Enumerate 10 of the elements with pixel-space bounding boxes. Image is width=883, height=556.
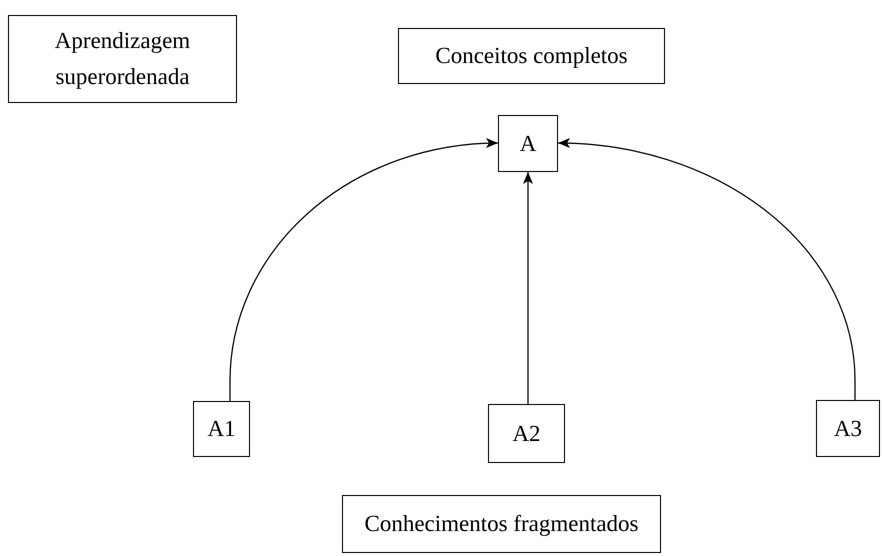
text-box: A3 [816, 400, 880, 457]
arrow [558, 138, 856, 400]
arrow [523, 172, 533, 404]
text-box: A2 [488, 404, 565, 463]
text-box: Aprendizagem superordenada [8, 15, 237, 103]
text-box: A1 [193, 401, 250, 457]
text-box: A [498, 115, 558, 172]
arrow [229, 138, 498, 401]
text-box: Conhecimentos fragmentados [342, 495, 661, 553]
text-box: Conceitos completos [398, 28, 665, 84]
